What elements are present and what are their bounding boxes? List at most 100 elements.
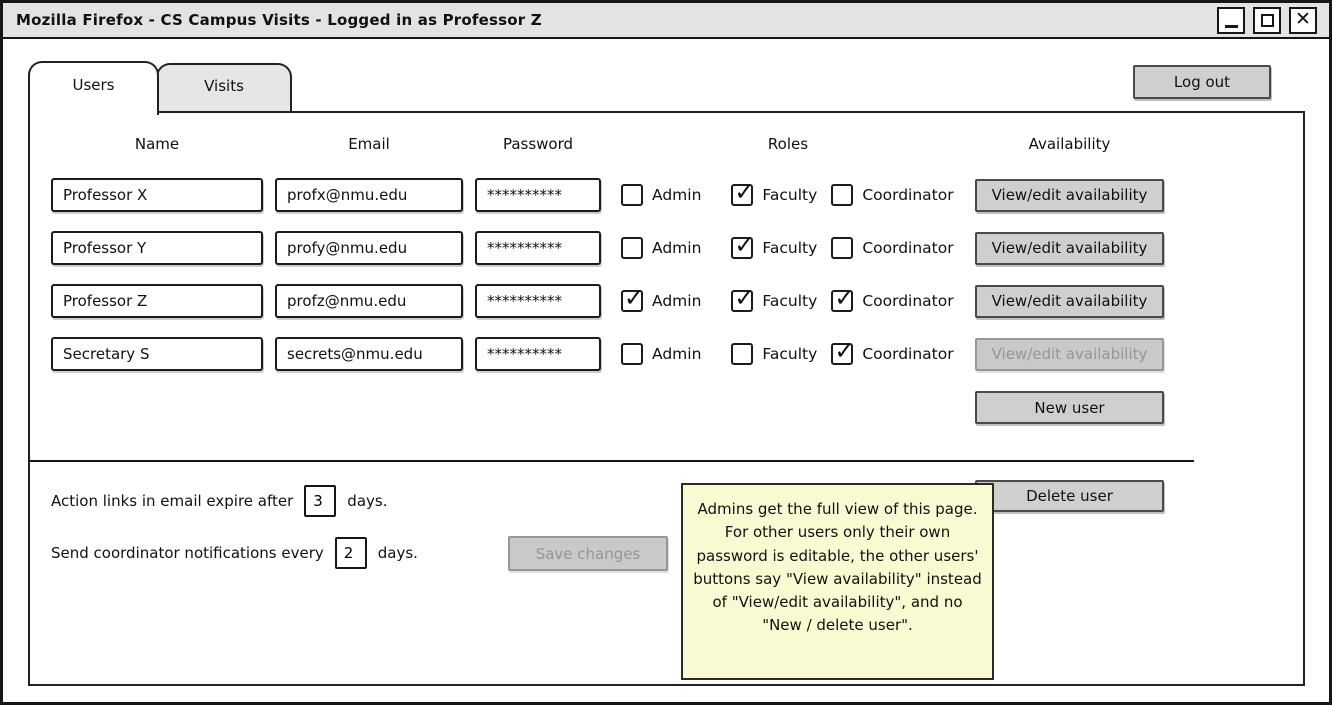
close-icon: ✕ xyxy=(1295,7,1311,30)
admin-checkbox[interactable]: ✓ xyxy=(621,184,643,206)
coordinator-label: Coordinator xyxy=(862,239,954,257)
tab-users[interactable]: Users xyxy=(28,61,159,115)
coordinator-role-group: ✓ Coordinator xyxy=(831,237,954,259)
admin-label: Admin xyxy=(652,239,702,257)
faculty-checkbox[interactable]: ✓ xyxy=(731,284,755,312)
check-icon: ✓ xyxy=(624,284,645,312)
roles-cell: ✓ Admin ✓ Faculty ✓ Coordinator xyxy=(613,284,963,312)
faculty-role-group: ✓ Faculty xyxy=(731,178,818,206)
admin-checkbox[interactable]: ✓ xyxy=(621,284,644,312)
email-field[interactable] xyxy=(275,178,463,212)
admin-role-group: ✓ Admin xyxy=(621,237,701,259)
header-email: Email xyxy=(348,135,390,153)
name-field[interactable] xyxy=(51,231,263,265)
admin-role-group: ✓ Admin xyxy=(621,284,702,312)
faculty-label: Faculty xyxy=(762,292,818,310)
email-field[interactable] xyxy=(275,284,463,318)
availability-button[interactable]: View/edit availability xyxy=(975,231,1164,265)
coordinator-role-group: ✓ Coordinator xyxy=(831,184,954,206)
roles-cell: ✓ Admin ✓ Faculty ✓ Coordinator xyxy=(613,337,963,365)
notify-label-before: Send coordinator notifications every xyxy=(51,544,324,562)
table-row: ✓ Admin ✓ Faculty ✓ Coordinator View/edi… xyxy=(30,337,1303,371)
save-changes-button[interactable]: Save changes xyxy=(508,536,668,571)
password-field[interactable] xyxy=(475,231,601,265)
password-field[interactable] xyxy=(475,178,601,212)
availability-button[interactable]: View/edit availability xyxy=(975,284,1164,318)
window-title: Mozilla Firefox - CS Campus Visits - Log… xyxy=(16,11,542,29)
section-divider xyxy=(30,460,1194,462)
faculty-checkbox[interactable]: ✓ xyxy=(731,178,755,206)
notify-label-after: days. xyxy=(377,544,418,562)
admin-role-group: ✓ Admin xyxy=(621,343,701,365)
faculty-checkbox[interactable]: ✓ xyxy=(731,231,755,259)
table-header-row: Name Email Password Roles Availability xyxy=(30,135,1303,153)
coordinator-label: Coordinator xyxy=(862,292,954,310)
close-button[interactable]: ✕ xyxy=(1289,6,1317,34)
coordinator-role-group: ✓ Coordinator xyxy=(831,284,954,312)
check-icon: ✓ xyxy=(734,284,755,312)
notify-days-input[interactable] xyxy=(334,537,367,569)
coordinator-label: Coordinator xyxy=(862,186,954,204)
maximize-icon xyxy=(1260,13,1274,27)
window-controls: ✕ xyxy=(1217,6,1329,34)
check-icon: ✓ xyxy=(834,284,855,312)
roles-cell: ✓ Admin ✓ Faculty ✓ Coordinator xyxy=(613,231,963,259)
coordinator-checkbox[interactable]: ✓ xyxy=(831,184,854,206)
tab-visits[interactable]: Visits xyxy=(156,63,292,111)
delete-user-button[interactable]: Delete user xyxy=(975,480,1164,512)
faculty-label: Faculty xyxy=(762,345,818,363)
faculty-label: Faculty xyxy=(762,239,818,257)
email-field[interactable] xyxy=(275,231,463,265)
password-field[interactable] xyxy=(475,284,601,318)
admin-checkbox[interactable]: ✓ xyxy=(621,237,643,259)
faculty-role-group: ✓ Faculty xyxy=(731,284,818,312)
minimize-icon xyxy=(1225,25,1238,28)
annotation-note: Admins get the full view of this page. F… xyxy=(681,483,994,680)
coordinator-checkbox[interactable]: ✓ xyxy=(831,237,854,259)
name-field[interactable] xyxy=(51,284,263,318)
admin-label: Admin xyxy=(652,292,702,310)
admin-label: Admin xyxy=(652,186,702,204)
faculty-role-group: ✓ Faculty xyxy=(731,343,817,365)
notify-setting: Send coordinator notifications every day… xyxy=(51,537,418,569)
user-rows: ✓ Admin ✓ Faculty ✓ Coordinator View/edi… xyxy=(30,178,1303,371)
name-field[interactable] xyxy=(51,337,263,371)
check-icon: ✓ xyxy=(734,178,755,206)
header-availability: Availability xyxy=(1028,135,1111,153)
name-field[interactable] xyxy=(51,178,263,212)
logout-button[interactable]: Log out xyxy=(1133,65,1271,99)
expire-label-after: days. xyxy=(347,492,388,510)
header-name: Name xyxy=(134,135,180,153)
coordinator-checkbox[interactable]: ✓ xyxy=(831,337,854,365)
tab-visits-label: Visits xyxy=(204,77,244,95)
faculty-checkbox[interactable]: ✓ xyxy=(731,343,754,365)
table-row: ✓ Admin ✓ Faculty ✓ Coordinator View/edi… xyxy=(30,178,1303,212)
users-panel: Name Email Password Roles Availability ✓… xyxy=(28,111,1305,686)
tab-users-label: Users xyxy=(72,76,115,94)
coordinator-role-group: ✓ Coordinator xyxy=(831,337,954,365)
table-row: ✓ Admin ✓ Faculty ✓ Coordinator View/edi… xyxy=(30,284,1303,318)
coordinator-label: Coordinator xyxy=(862,345,954,363)
faculty-role-group: ✓ Faculty xyxy=(731,231,818,259)
availability-button[interactable]: View/edit availability xyxy=(975,178,1164,212)
availability-button[interactable]: View/edit availability xyxy=(975,337,1164,371)
check-icon: ✓ xyxy=(734,231,755,259)
admin-label: Admin xyxy=(652,345,702,363)
admin-checkbox[interactable]: ✓ xyxy=(621,343,643,365)
expire-label-before: Action links in email expire after xyxy=(51,492,294,510)
header-roles: Roles xyxy=(767,135,809,153)
check-icon: ✓ xyxy=(834,337,855,365)
admin-role-group: ✓ Admin xyxy=(621,184,701,206)
new-user-button[interactable]: New user xyxy=(975,391,1164,424)
expire-setting: Action links in email expire after days. xyxy=(51,485,387,517)
maximize-button[interactable] xyxy=(1253,6,1281,34)
faculty-label: Faculty xyxy=(762,186,818,204)
table-row: ✓ Admin ✓ Faculty ✓ Coordinator View/edi… xyxy=(30,231,1303,265)
email-field[interactable] xyxy=(275,337,463,371)
password-field[interactable] xyxy=(475,337,601,371)
minimize-button[interactable] xyxy=(1217,6,1245,34)
coordinator-checkbox[interactable]: ✓ xyxy=(831,284,854,312)
header-password: Password xyxy=(502,135,574,153)
expire-days-input[interactable] xyxy=(304,485,337,517)
